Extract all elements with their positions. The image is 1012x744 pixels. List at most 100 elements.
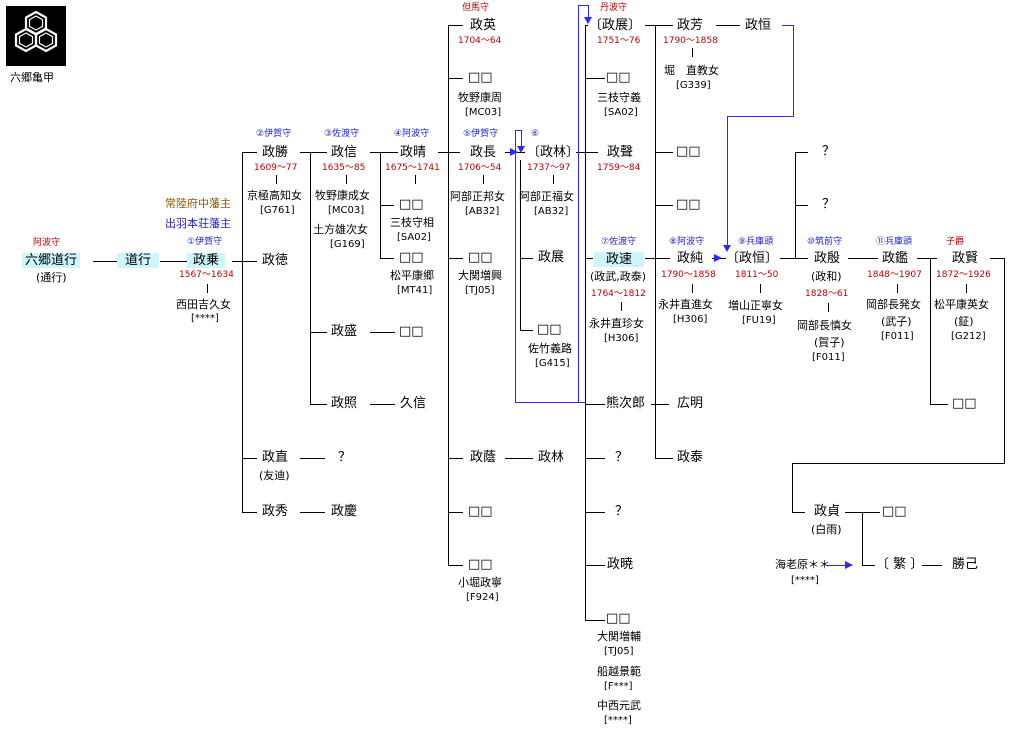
person-spouse: 三枝守義 <box>597 91 641 104</box>
domain-dewa-label: 出羽本荘藩主 <box>165 217 231 230</box>
connector-line <box>585 25 588 26</box>
person-name: 政林 <box>538 450 565 465</box>
connector-line <box>585 258 593 259</box>
person-code: [G415] <box>535 358 570 369</box>
person-name: □□ <box>468 557 493 572</box>
connector-line <box>922 565 942 566</box>
person-years: 1567～1634 <box>179 270 234 280</box>
person-spouse: 阿部正福女 <box>519 190 574 203</box>
person-years: 1751～76 <box>597 36 641 46</box>
connector-line <box>792 512 805 513</box>
person-name: 海老原＊＊ <box>775 558 830 571</box>
person-years: 1737～97 <box>527 163 571 173</box>
person-name: 政乗 <box>187 253 226 268</box>
person-name: □□ <box>537 322 562 337</box>
adoption-line <box>521 130 522 146</box>
connector-line <box>448 565 463 566</box>
adoption-line <box>578 5 579 402</box>
person-spouse: 京極高知女 <box>247 189 302 202</box>
person-name: 政信 <box>331 145 358 160</box>
person-name: ？ <box>615 450 629 465</box>
person-code: [AB32] <box>465 206 500 217</box>
person-rank: ⑧阿波守 <box>669 237 705 247</box>
kikko-crest-icon <box>6 6 66 66</box>
person-title: 但馬守 <box>462 3 490 13</box>
adoption-line <box>727 116 728 246</box>
person-code: [SA02] <box>397 232 431 243</box>
person-code: [G169] <box>330 239 365 250</box>
person-spouse-alias: (武子) <box>881 315 912 328</box>
person-spouse: 永井直珍女 <box>589 317 644 330</box>
connector-line <box>828 303 829 312</box>
connector-line <box>585 404 605 405</box>
connector-line <box>792 463 793 512</box>
connector-line <box>576 152 598 153</box>
person-years: 1706～54 <box>458 163 502 173</box>
connector-line <box>370 404 395 405</box>
person-name: 〔政恒〕 <box>726 251 779 266</box>
person-years: 1609～77 <box>254 163 298 173</box>
connector-line <box>848 258 878 259</box>
person-name: 政聲 <box>607 145 634 160</box>
person-name: 政貞 <box>814 504 841 519</box>
person-code: [MC03] <box>465 107 502 118</box>
person-name: 政長 <box>470 145 497 160</box>
person-alias: (政和) <box>811 270 842 283</box>
connector-line <box>242 152 257 153</box>
person-code: [****] <box>604 715 632 726</box>
connector-line <box>483 175 484 184</box>
connector-line <box>242 261 257 262</box>
person-spouse: 牧野康周 <box>458 91 502 104</box>
person-name: 政慶 <box>331 504 358 519</box>
connector-line <box>692 48 693 57</box>
connector-line <box>897 284 898 293</box>
connector-line <box>621 302 622 311</box>
person-spouse: 岡部長慎女 <box>797 319 852 332</box>
person-years: 1635～85 <box>322 163 366 173</box>
connector-line <box>651 404 669 405</box>
person-code: [****] <box>791 575 819 586</box>
connector-line <box>780 258 808 259</box>
adoption-line <box>515 130 516 402</box>
person-code: [G339] <box>676 80 711 91</box>
person-spouse: 中西元武 <box>597 699 641 712</box>
connector-line <box>930 404 948 405</box>
connector-line <box>242 152 243 512</box>
person-code: [G761] <box>260 205 295 216</box>
adoption-line <box>578 5 588 6</box>
person-name: □□ <box>676 197 701 212</box>
person-alias: (政武,政泰) <box>590 270 647 283</box>
person-code: [F***] <box>604 681 633 692</box>
connector-line <box>300 458 325 459</box>
person-spouse: 佐竹義路 <box>528 342 572 355</box>
connector-line <box>448 258 463 259</box>
person-spouse: 大関増輔 <box>597 630 641 643</box>
person-years: 1790～1858 <box>661 270 716 280</box>
connector-line <box>645 258 670 259</box>
person-name: □□ <box>676 144 701 159</box>
person-name: 〔政展〕 <box>589 18 642 33</box>
person-name: 政英 <box>470 18 497 33</box>
adoption-line <box>782 25 794 26</box>
person-name: 政盛 <box>331 324 358 339</box>
connector-line <box>93 261 118 262</box>
person-alias: (通行) <box>36 271 67 284</box>
crest-label: 六郷亀甲 <box>10 71 54 84</box>
connector-line <box>585 458 605 459</box>
connector-line <box>795 205 808 206</box>
person-spouse: 岡部長発女 <box>866 298 921 311</box>
person-name: □□ <box>606 70 631 85</box>
connector-line <box>655 458 673 459</box>
connector-line <box>310 332 327 333</box>
person-years: 1759～84 <box>597 163 641 173</box>
arrow-down-icon <box>517 146 525 153</box>
person-rank: ⑦佐渡守 <box>601 237 637 247</box>
person-years: 1675～1741 <box>385 163 440 173</box>
person-name: ？ <box>822 197 836 212</box>
person-spouse: 松平康郷 <box>390 269 434 282</box>
person-name: 熊次郎 <box>606 396 646 411</box>
person-name: 政展 <box>538 250 565 265</box>
person-spouse: 西田吉久女 <box>176 298 231 311</box>
person-rank: ③佐渡守 <box>324 129 360 139</box>
connector-line <box>242 512 257 513</box>
